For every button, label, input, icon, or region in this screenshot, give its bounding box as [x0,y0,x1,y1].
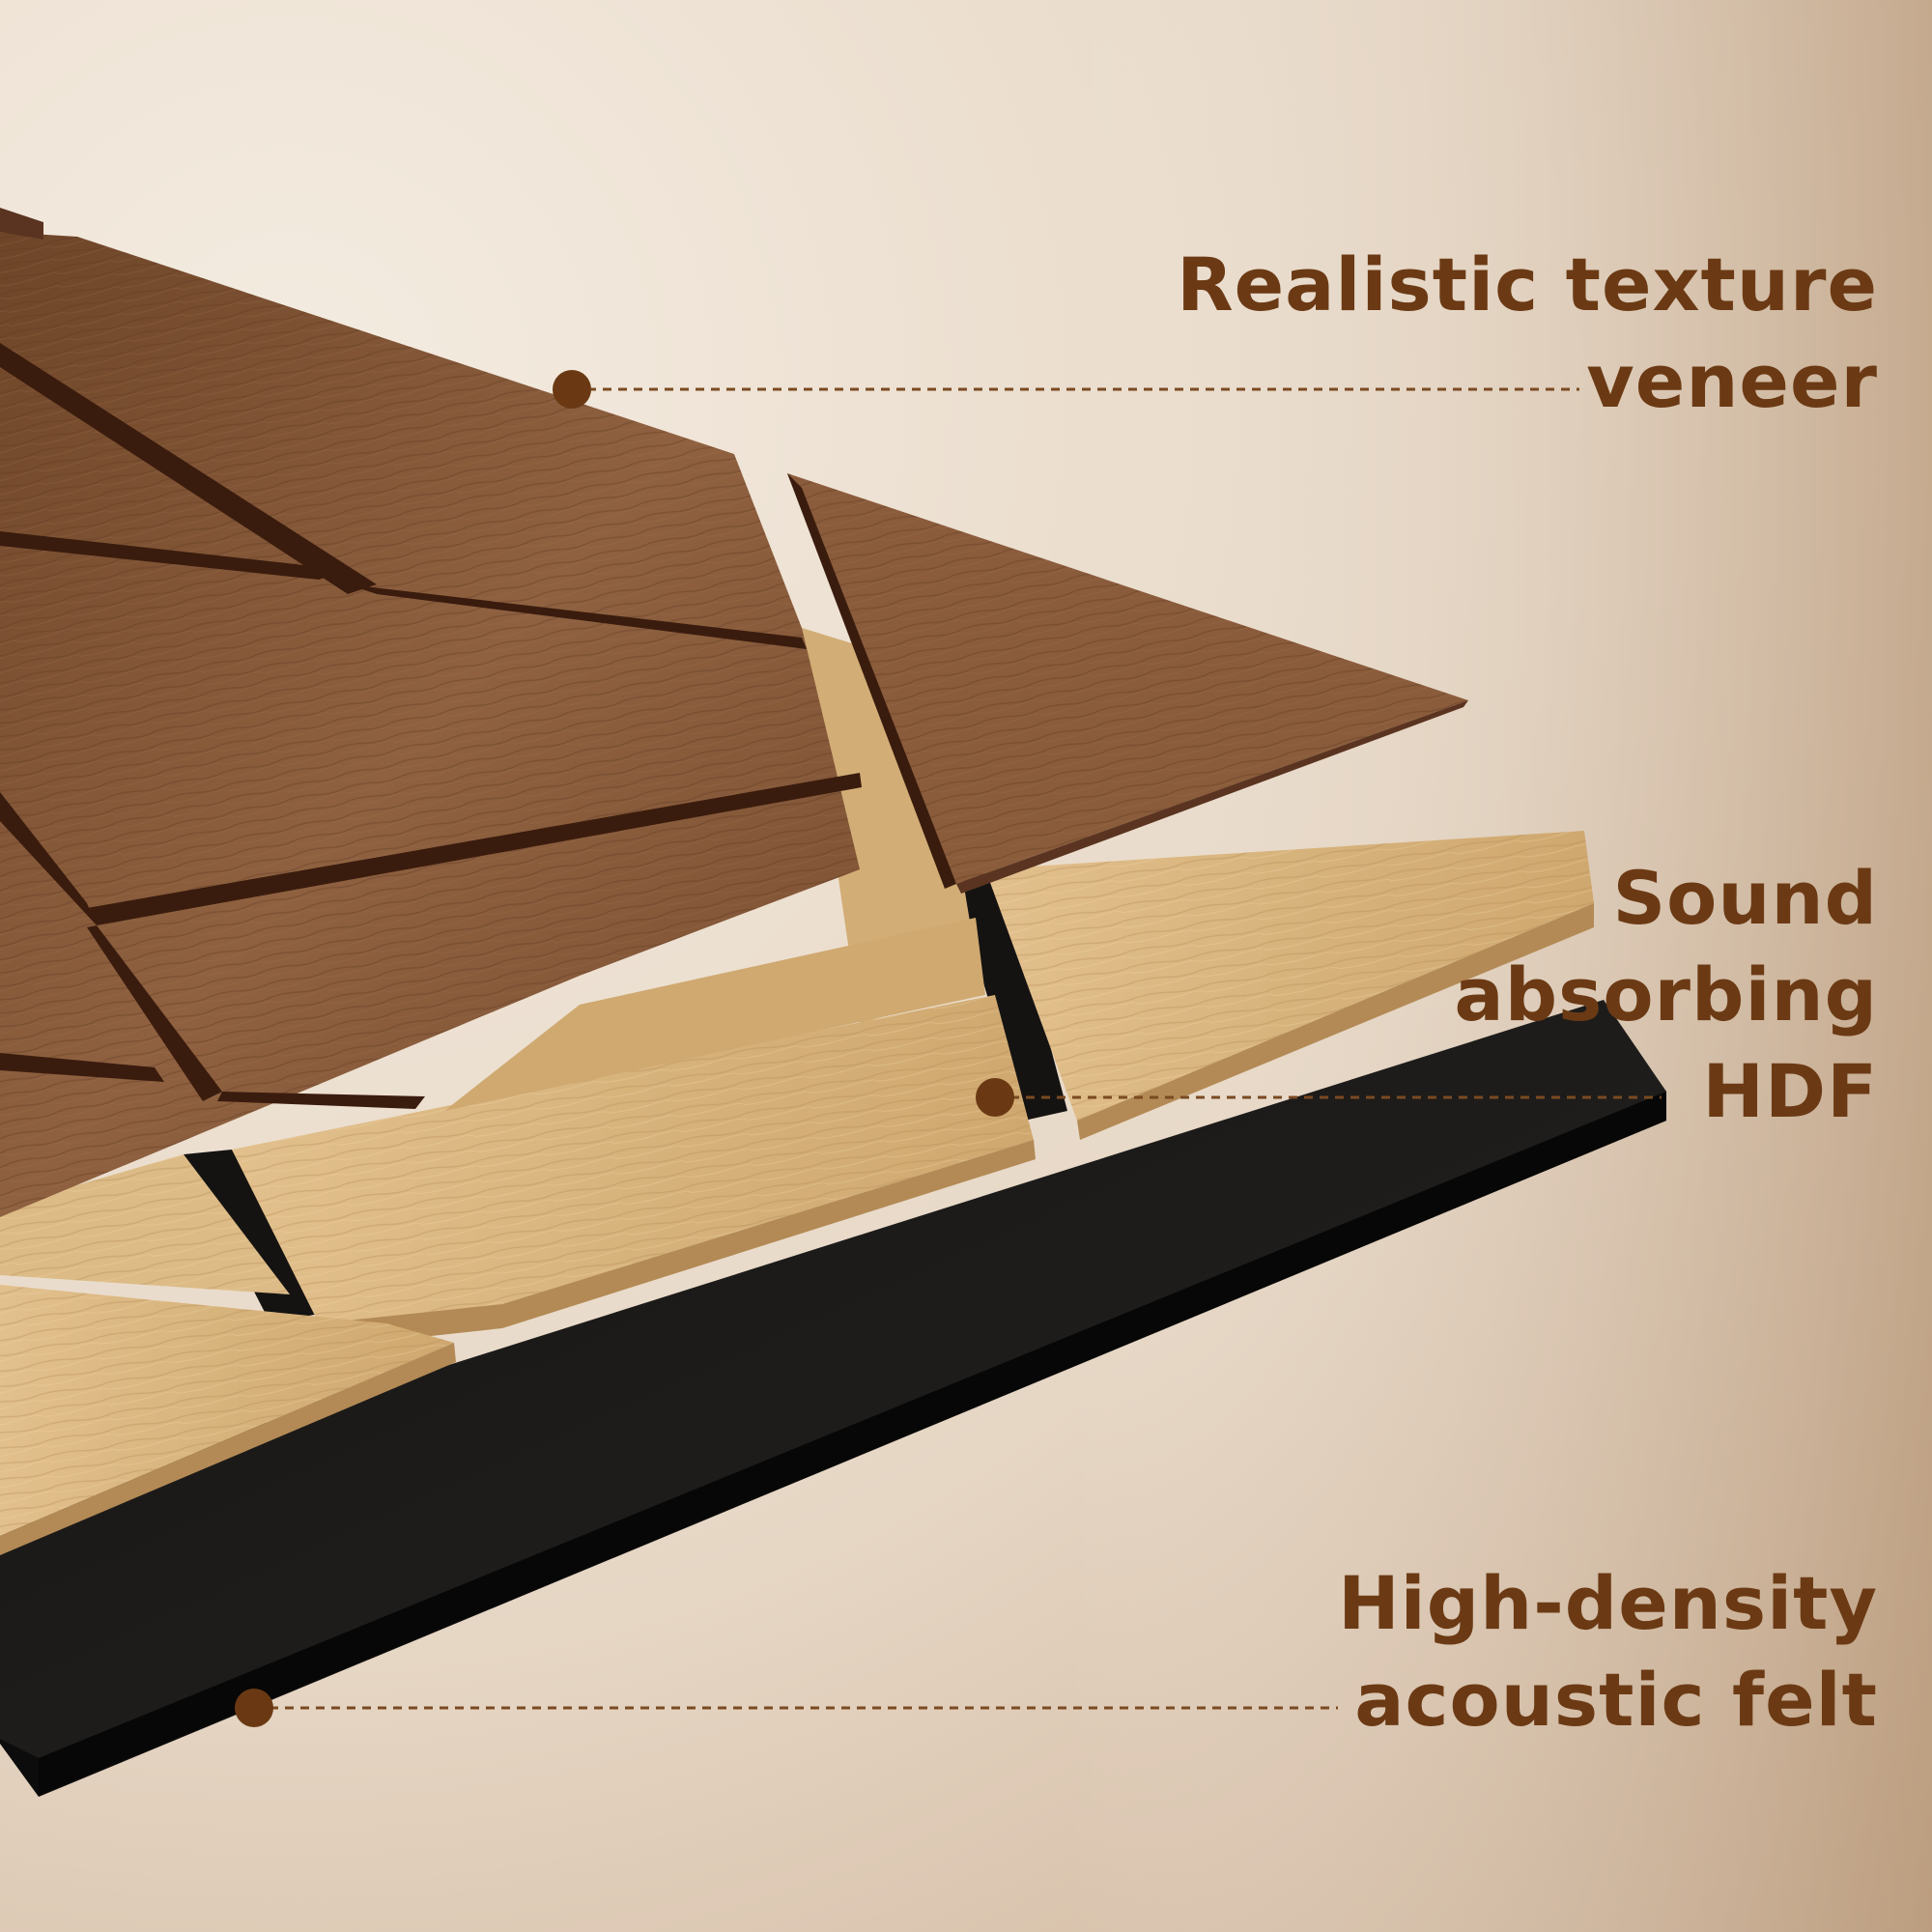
label-line: acoustic felt [1354,1657,1878,1743]
label-high-density-acoustic-felt: High-density acoustic felt [1338,1555,1878,1748]
label-line: absorbing [1454,952,1878,1037]
callout-hdf-leader [976,1078,1662,1117]
acoustic-felt-layer [0,1000,1666,1797]
callout-felt-leader [235,1689,1338,1727]
hdf-marker [976,1078,1014,1117]
label-line: Realistic texture [1177,242,1878,327]
label-line: High-density [1338,1560,1878,1646]
hdf-layer [0,628,1594,1555]
label-line: veneer [1586,338,1878,424]
label-sound-absorbing-hdf: Sound absorbing HDF [1454,850,1878,1140]
felt-marker [235,1689,273,1727]
veneer-marker [553,370,591,409]
label-line: Sound [1612,855,1878,941]
veneer-layer [0,208,1468,1217]
label-realistic-texture-veneer: Realistic texture veneer [1177,237,1878,430]
label-line: HDF [1702,1048,1878,1134]
callout-veneer-leader [553,370,1579,409]
